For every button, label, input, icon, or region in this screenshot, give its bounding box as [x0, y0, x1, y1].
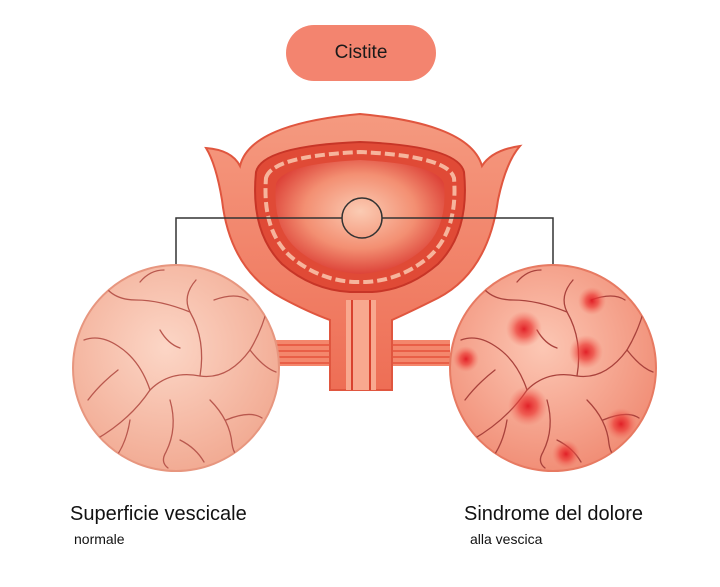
bladder-mucosa-ring — [263, 149, 457, 284]
normal-vessels — [83, 269, 277, 469]
urethra — [346, 300, 376, 390]
bladder-lumen — [275, 160, 445, 274]
normal-surface-circle — [72, 264, 280, 472]
caption-left-sub: normale — [74, 531, 125, 547]
inflamed-vessels — [460, 269, 654, 469]
callout-lines — [175, 197, 554, 268]
inflammation-spots — [453, 287, 637, 468]
caption-right-sub: alla vescica — [470, 531, 543, 547]
caption-right-main: Sindrome del dolore — [464, 503, 643, 525]
inflamed-surface-circle — [449, 264, 657, 472]
title-text: Cistite — [334, 42, 388, 63]
caption-left-main: Superficie vescicale — [70, 503, 247, 525]
title-badge: Cistite — [286, 25, 436, 81]
